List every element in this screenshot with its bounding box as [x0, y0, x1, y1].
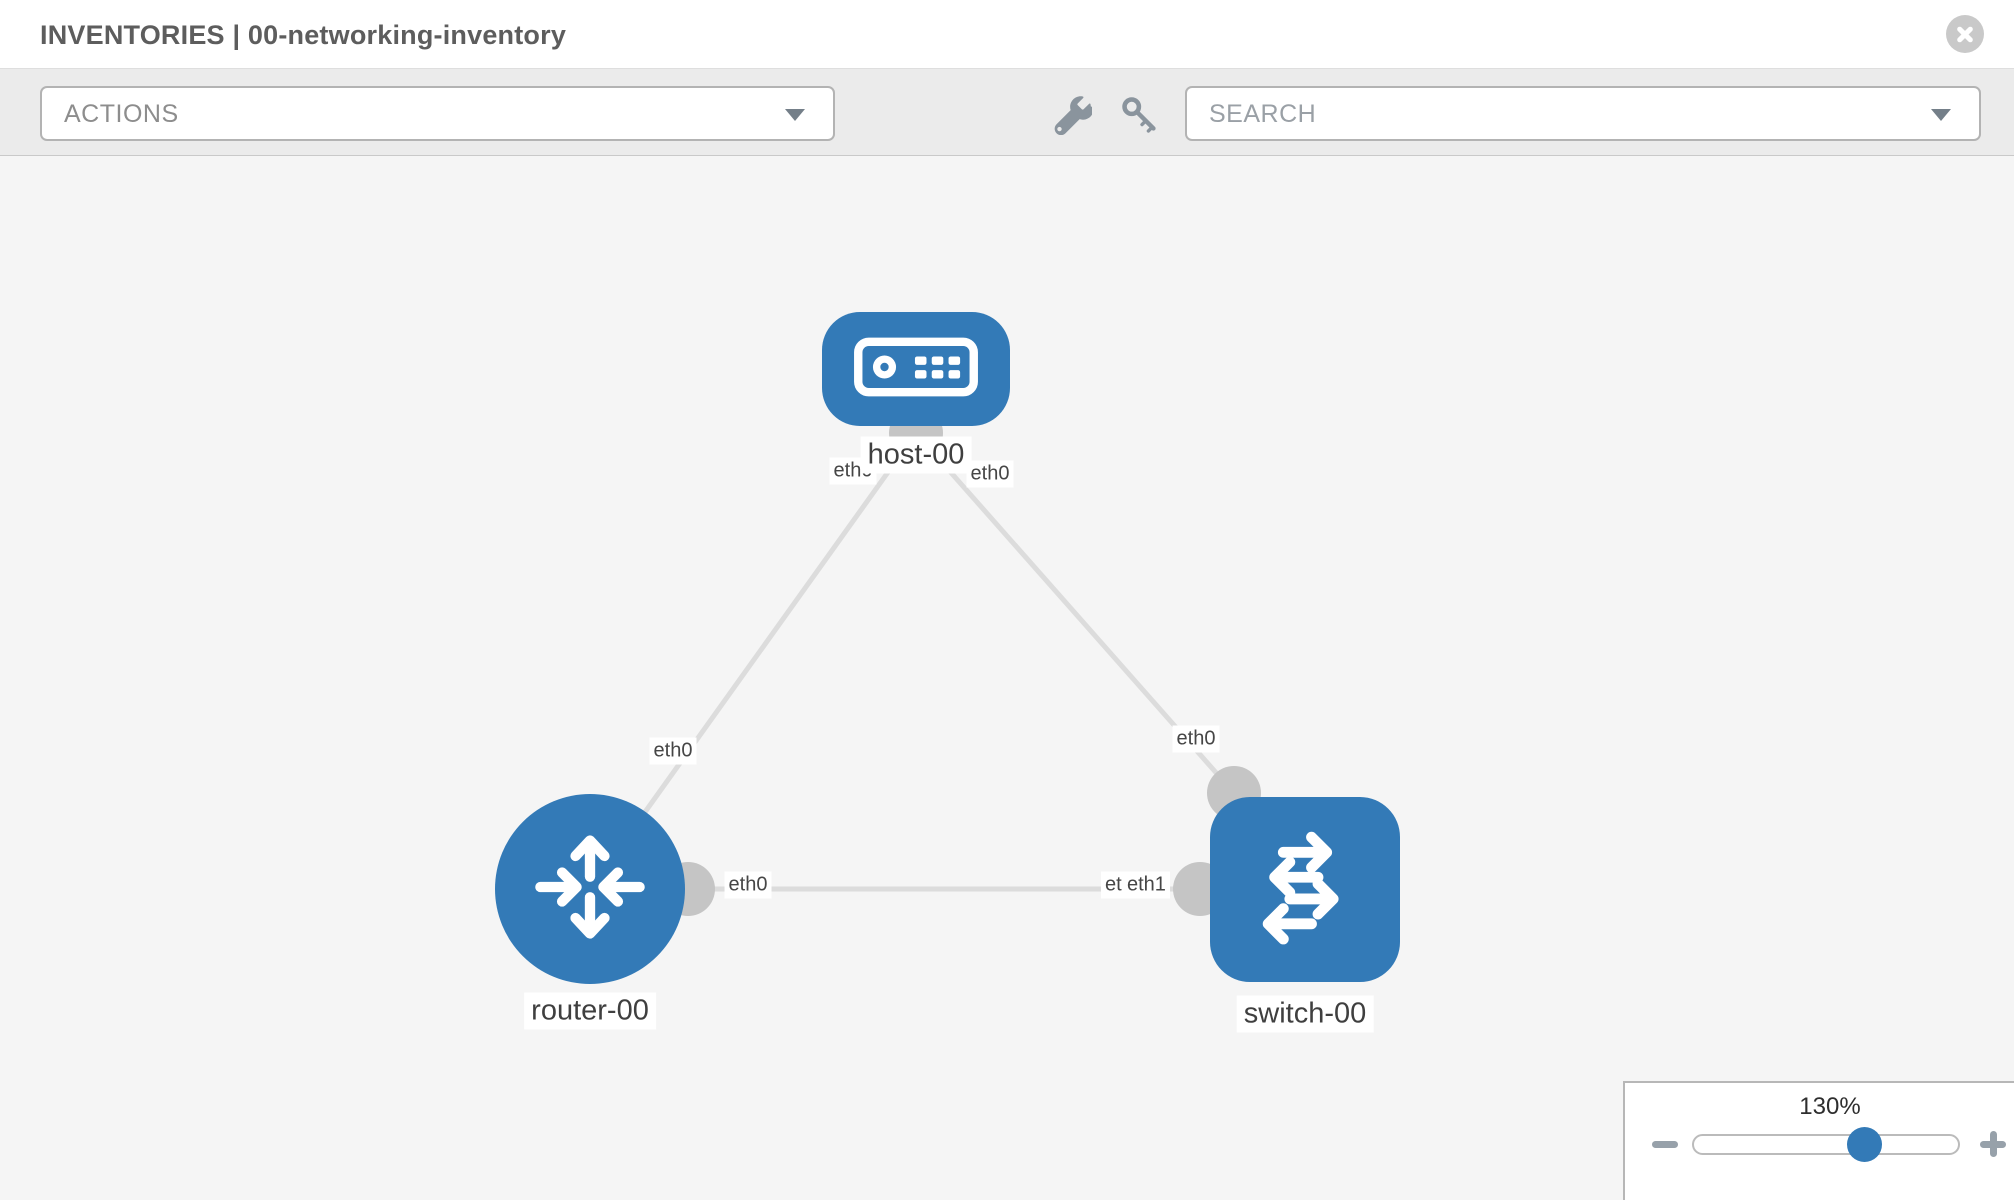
toolbar: ACTIONS SEARCH [0, 68, 2014, 156]
zoom-control-panel: 130% [1623, 1081, 2014, 1200]
key-icon[interactable] [1120, 95, 1160, 135]
links-layer [587, 406, 1261, 916]
topology-canvas[interactable]: host-00 router-00 switch-00 eth0 eth0 et… [0, 156, 2014, 1200]
zoom-out-button[interactable] [1647, 1127, 1683, 1161]
page-title: INVENTORIES | 00-networking-inventory [40, 20, 567, 50]
header: INVENTORIES | 00-networking-inventory [0, 0, 2014, 68]
actions-dropdown[interactable]: ACTIONS [40, 86, 835, 141]
wrench-icon[interactable] [1052, 95, 1094, 136]
node-label-router: router-00 [524, 992, 656, 1030]
if-label-switch-eth1: eth1 [1123, 871, 1170, 899]
actions-dropdown-label: ACTIONS [64, 100, 179, 128]
router-icon [528, 825, 652, 954]
node-host-00[interactable] [822, 312, 1010, 426]
if-label-switch-eth0-up: eth0 [1172, 725, 1220, 753]
switch-icon [1240, 822, 1370, 957]
node-label-switch: switch-00 [1236, 995, 1374, 1033]
node-router-00[interactable] [495, 794, 685, 984]
search-dropdown[interactable]: SEARCH [1185, 86, 1981, 141]
zoom-slider-track[interactable] [1692, 1134, 1960, 1155]
search-placeholder: SEARCH [1209, 100, 1317, 128]
zoom-level-value: 130% [1799, 1093, 1861, 1120]
host-icon [853, 332, 979, 407]
if-label-router-eth0-right: eth0 [724, 871, 772, 899]
if-label-router-eth0-up: eth0 [649, 737, 697, 765]
chevron-down-icon [785, 109, 805, 121]
zoom-in-button[interactable] [1975, 1127, 2011, 1161]
close-icon[interactable] [1946, 15, 1984, 53]
chevron-down-icon [1931, 109, 1951, 121]
zoom-slider-knob[interactable] [1847, 1127, 1882, 1162]
node-label-host: host-00 [860, 436, 972, 474]
node-switch-00[interactable] [1210, 797, 1400, 982]
if-label-host-eth0-right: eth0 [966, 460, 1014, 488]
